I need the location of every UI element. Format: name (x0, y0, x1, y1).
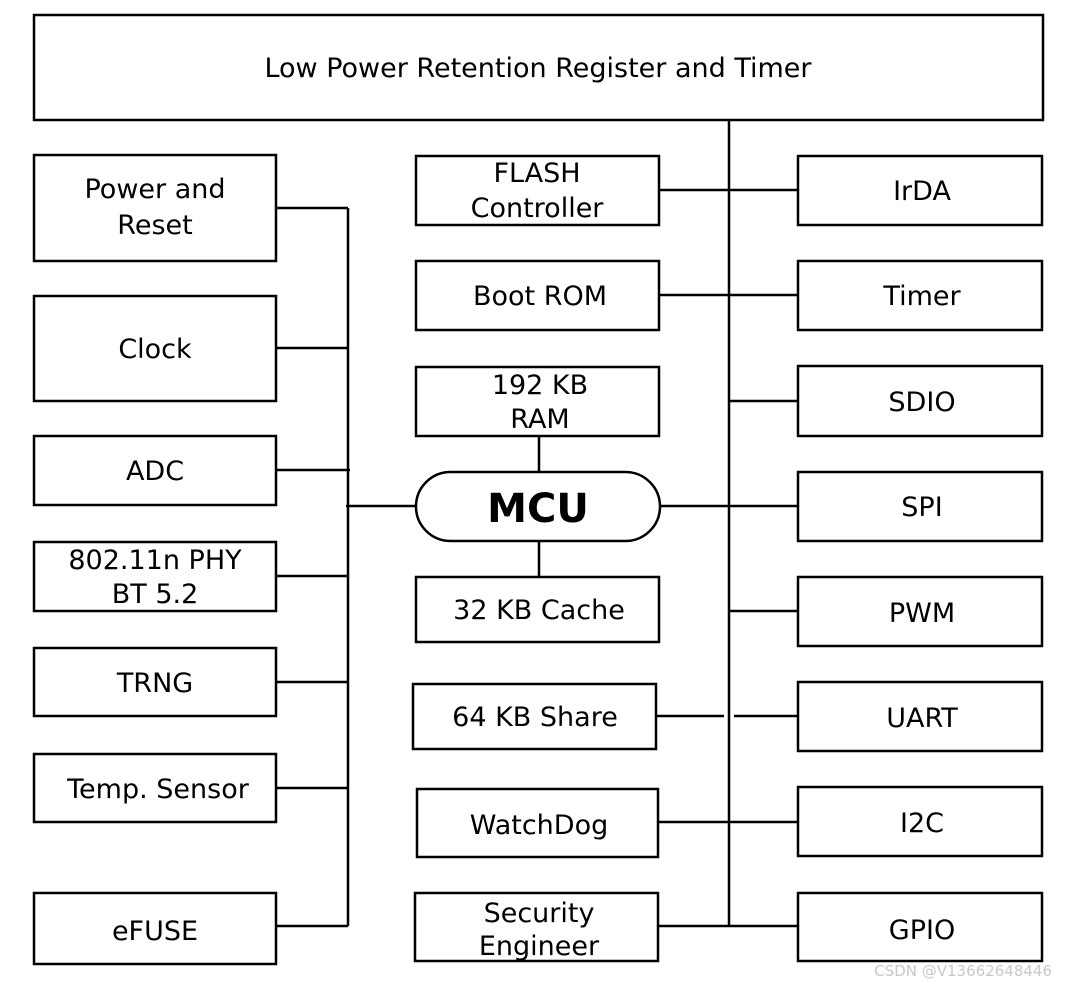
right-block-uart: UART (796, 680, 1044, 753)
center-block-label: Controller (471, 193, 605, 224)
center-block-label: Boot ROM (473, 281, 607, 312)
center-block-label: RAM (510, 404, 569, 435)
left-block-power-reset: Power and Reset (32, 153, 278, 263)
mcu-block: MCU (414, 470, 662, 543)
center-block-share: 64 KB Share (411, 682, 658, 751)
mcu-label: MCU (487, 486, 589, 532)
left-block-label: Power and (84, 174, 225, 205)
right-block-label: SDIO (888, 387, 955, 418)
right-block-timer: Timer (796, 259, 1044, 332)
connection-wires (276, 120, 798, 928)
right-block-label: PWM (889, 598, 955, 629)
right-block-i2c: I2C (796, 785, 1044, 858)
right-block-irda: IrDA (796, 154, 1044, 227)
center-block-label: 192 KB (492, 370, 588, 401)
left-block-label: Reset (117, 210, 192, 241)
right-block-pwm: PWM (796, 575, 1044, 648)
left-block-label: TRNG (116, 668, 193, 699)
right-block-label: Timer (882, 281, 961, 312)
center-block-cache: 32 KB Cache (414, 575, 661, 644)
left-block-label: eFUSE (112, 916, 198, 947)
left-block-label: ADC (126, 456, 184, 487)
center-block-label: Security (484, 898, 595, 929)
right-block-label: IrDA (893, 176, 951, 207)
center-block-label: Engineer (479, 931, 600, 962)
left-block-label: 802.11n PHY (68, 545, 242, 576)
center-block-label: 64 KB Share (452, 702, 618, 733)
left-block-label: Temp. Sensor (66, 774, 250, 805)
right-block-label: SPI (901, 492, 942, 523)
left-block-phy-bt: 802.11n PHY BT 5.2 (32, 540, 278, 613)
left-block-efuse: eFUSE (32, 891, 278, 966)
center-block-watchdog: WatchDog (415, 787, 660, 859)
center-block-ram: 192 KB RAM (414, 365, 661, 438)
center-block-security-engineer: Security Engineer (413, 891, 660, 963)
left-block-trng: TRNG (32, 646, 278, 718)
center-block-label: 32 KB Cache (453, 595, 625, 626)
left-block-clock: Clock (32, 294, 278, 403)
left-block-temp-sensor: Temp. Sensor (32, 752, 278, 824)
watermark-text: CSDN @V13662648446 (874, 962, 1052, 980)
center-block-label: WatchDog (470, 810, 609, 841)
right-block-gpio: GPIO (796, 891, 1044, 963)
left-block-label: BT 5.2 (112, 579, 199, 610)
center-block-label: FLASH (493, 158, 580, 189)
center-block-boot-rom: Boot ROM (414, 259, 661, 332)
center-block-flash-controller: FLASH Controller (414, 154, 661, 227)
left-block-adc: ADC (32, 434, 278, 507)
right-block-label: I2C (900, 808, 944, 839)
right-block-label: UART (886, 703, 958, 734)
right-block-spi: SPI (796, 470, 1044, 543)
left-block-label: Clock (118, 334, 192, 365)
top-bar-block: Low Power Retention Register and Timer (32, 13, 1045, 122)
right-block-sdio: SDIO (796, 364, 1044, 438)
right-block-label: GPIO (889, 915, 955, 946)
top-bar-label: Low Power Retention Register and Timer (264, 53, 812, 84)
